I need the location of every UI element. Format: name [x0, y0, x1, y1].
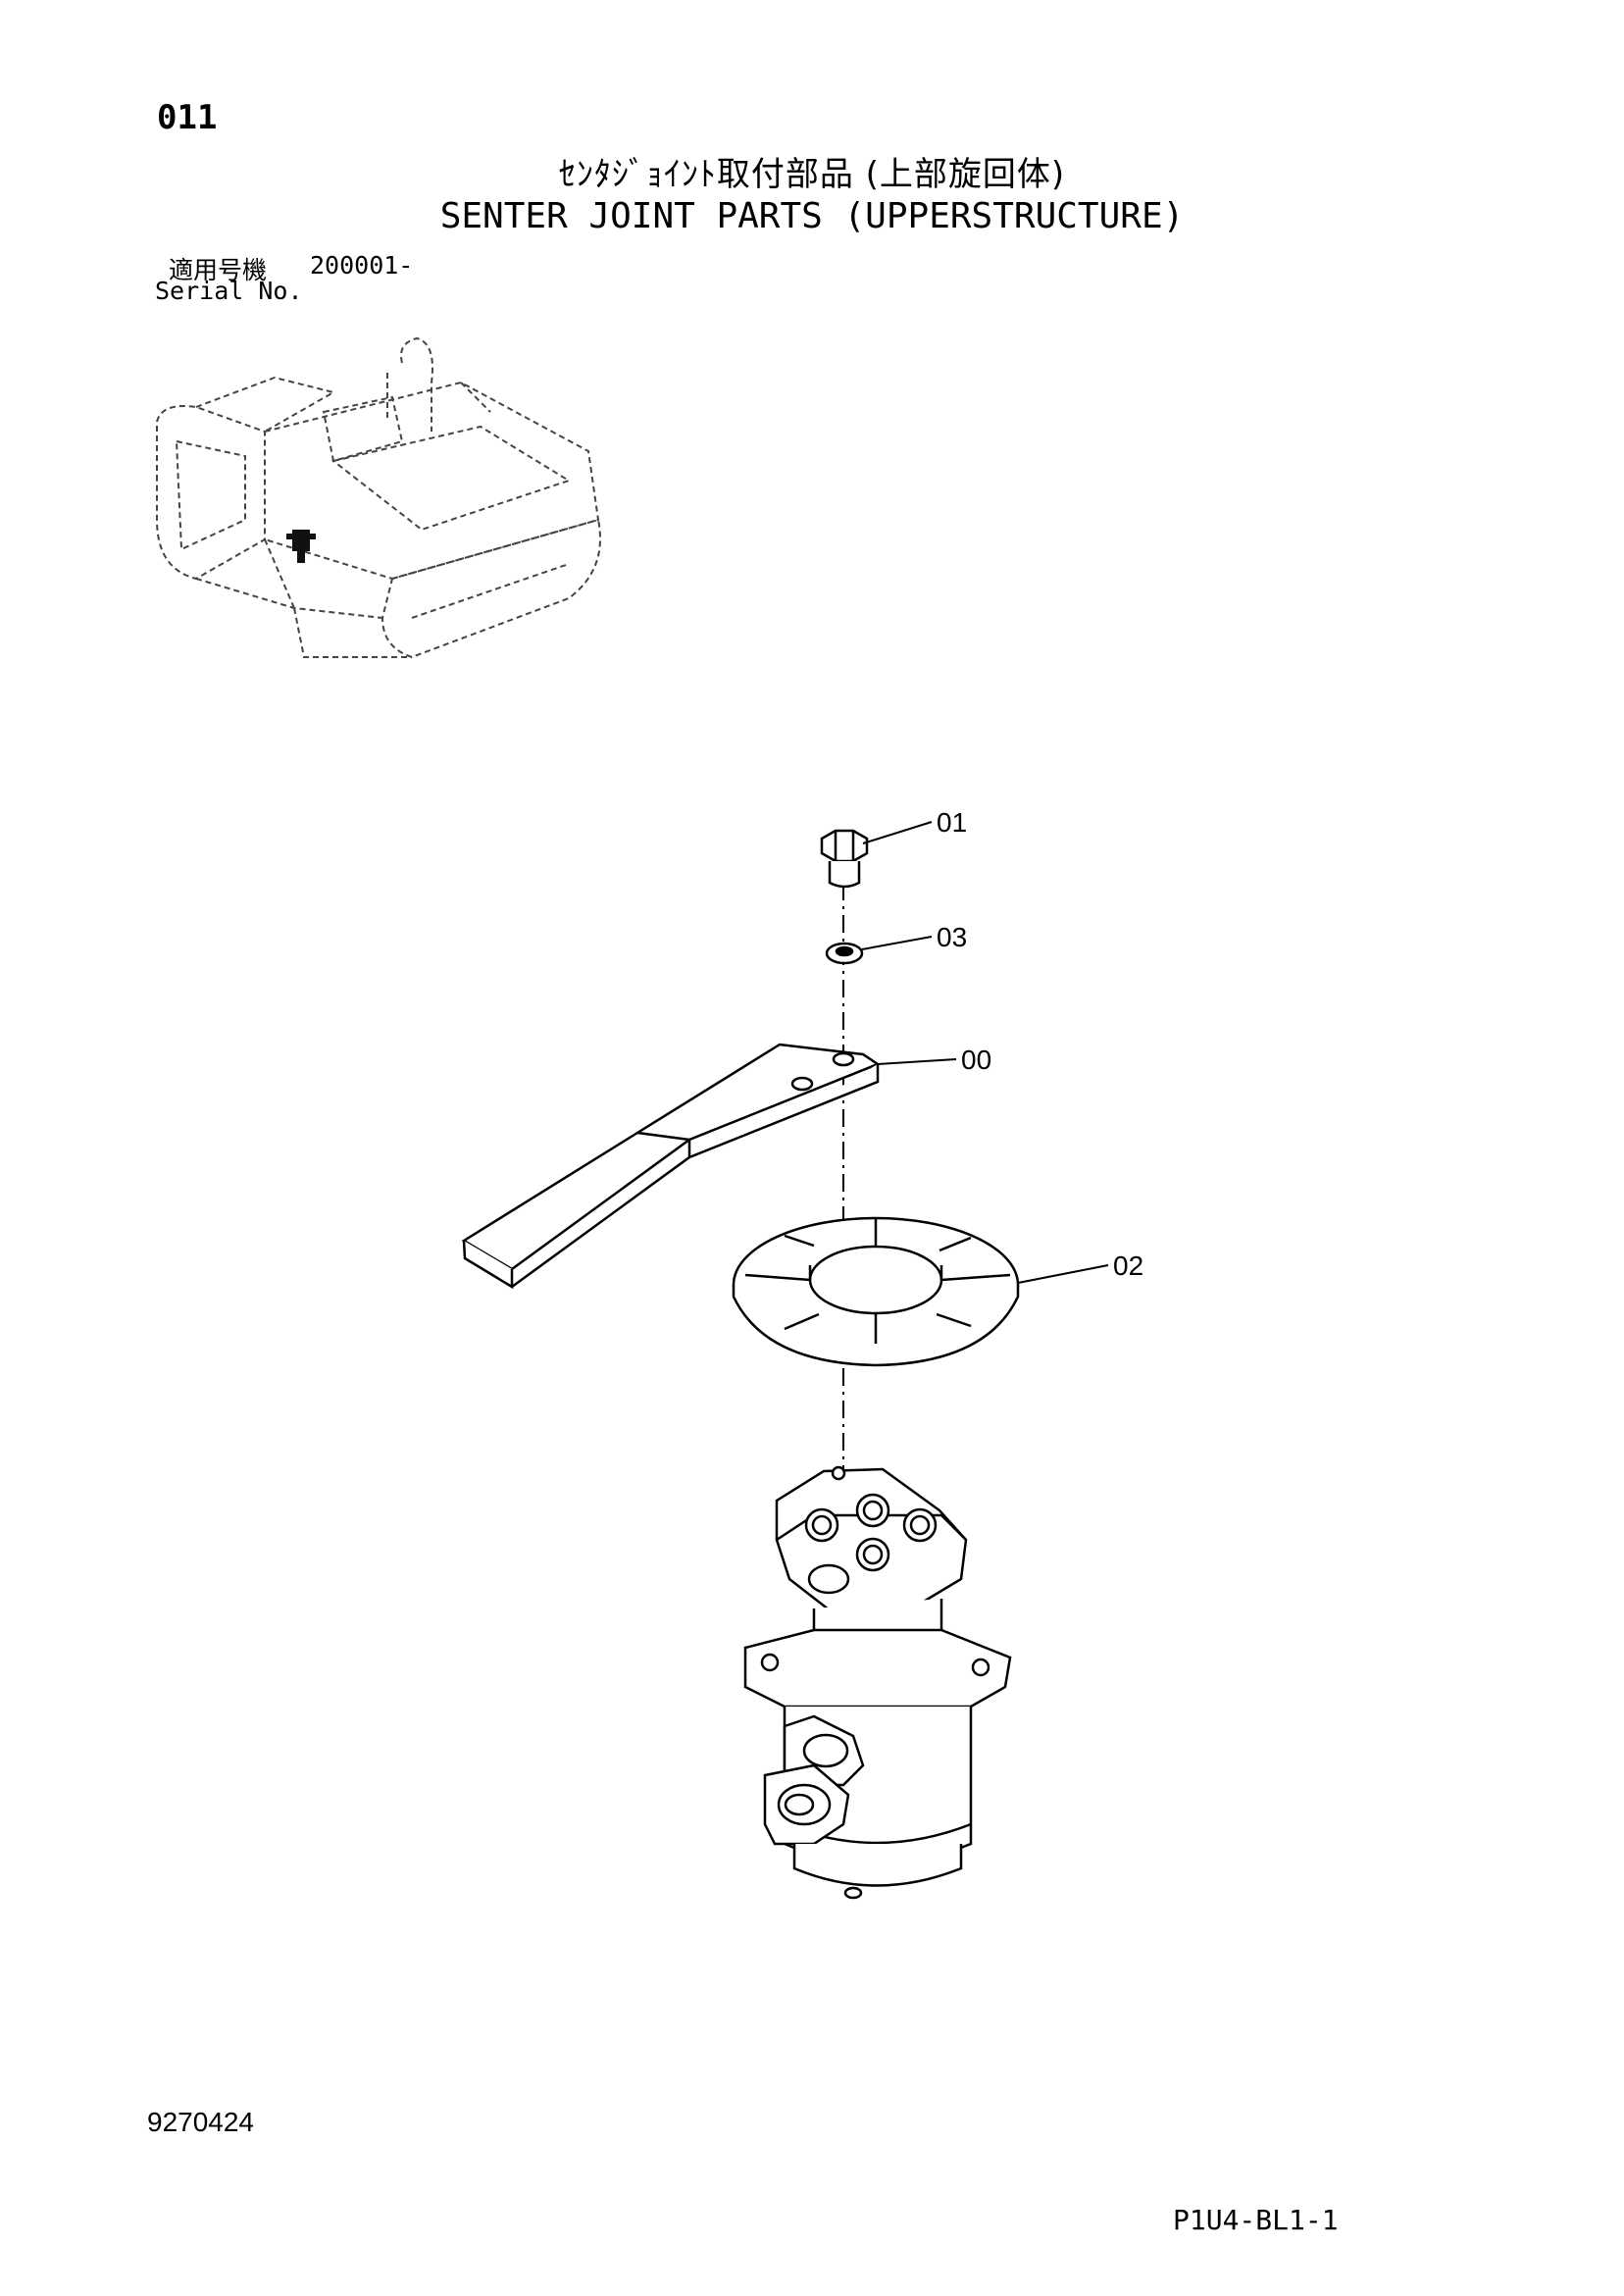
title-japanese: ｾﾝﾀｼﾞｮｲﾝﾄ取付部品 (上部旋回体) [558, 155, 1066, 194]
callout-01: 01 [937, 807, 967, 838]
washer-part [825, 942, 864, 965]
center-joint-body [743, 1465, 1012, 1900]
title-english: SENTER JOINT PARTS (UPPERSTRUCTURE) [439, 196, 1185, 236]
sheet-code: P1U4-BL1-1 [1173, 2204, 1339, 2236]
leader-01 [862, 821, 933, 844]
location-marker-icon [286, 530, 316, 563]
callout-00: 00 [961, 1045, 991, 1075]
callout-03: 03 [937, 922, 967, 952]
leader-00 [877, 1058, 957, 1065]
thrust-ring-part [732, 1216, 1020, 1367]
excavator-overview-drawing [156, 336, 601, 659]
document-number: 9270424 [147, 2107, 255, 2137]
page-code: 011 [157, 98, 218, 137]
bolt-part [820, 829, 869, 889]
serial-label-japanese: 適用号機 [169, 256, 268, 284]
serial-label-english: Serial No. [155, 277, 303, 305]
plate-bracket-part [461, 1043, 881, 1290]
callout-02: 02 [1113, 1250, 1143, 1281]
leader-03 [861, 936, 933, 950]
serial-range: 200001- [310, 251, 414, 280]
leader-02 [1017, 1264, 1109, 1284]
